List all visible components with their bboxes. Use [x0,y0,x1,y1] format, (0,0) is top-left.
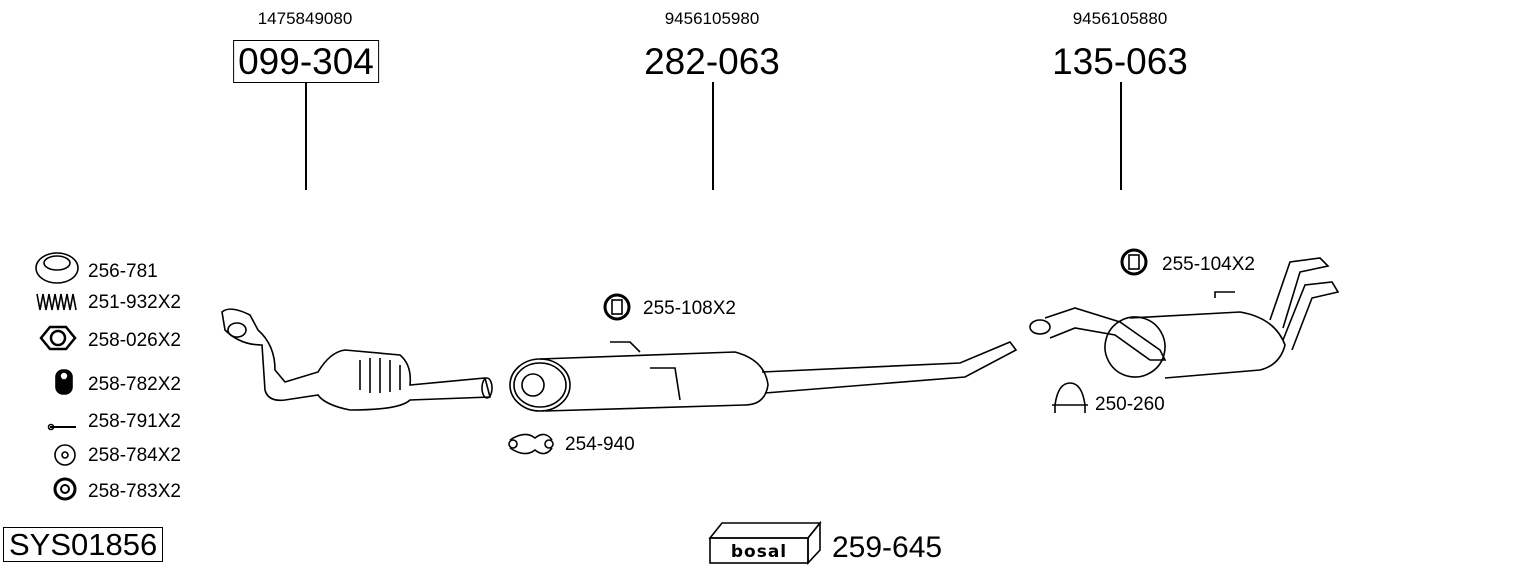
accessory-label[interactable]: 258-791X2 [88,411,181,432]
accessory-label[interactable]: 251-932X2 [88,292,181,313]
bushing-icon [55,369,73,395]
gasket-ring-icon [35,252,79,284]
bolt-icon [47,423,76,431]
leader-line [305,82,307,190]
u-clamp-icon [1052,382,1088,413]
oe-number: 9456105980 [664,9,760,28]
leader-line [1120,82,1122,190]
accessory-label[interactable]: 250-260 [1095,394,1165,415]
accessory-label[interactable]: 254-940 [565,434,635,455]
mounting-kit-label[interactable]: 259-645 [832,531,943,564]
hex-nut-icon [39,325,77,351]
accessory-label[interactable]: 255-104X2 [1162,254,1255,275]
rubber-mount-icon [1120,248,1148,276]
bosal-logo: bosal [708,520,822,566]
system-id: SYS01856 [3,527,164,562]
flange-clamp-icon [508,433,554,455]
oe-number: 1475849080 [257,9,353,28]
oe-number: 9456105880 [1072,9,1168,28]
svg-text:bosal: bosal [731,542,787,562]
accessory-label[interactable]: 256-781 [88,261,158,282]
washer-icon [54,444,76,466]
part-number-catalytic-converter[interactable]: 099-304 [233,40,379,83]
rubber-washer-icon [53,477,77,501]
rubber-mount-icon [603,293,631,321]
leader-line [712,82,714,190]
accessory-label[interactable]: 258-782X2 [88,374,181,395]
part-number-rear-silencer[interactable]: 135-063 [1052,41,1188,82]
part-number-middle-silencer[interactable]: 282-063 [644,41,780,82]
accessory-label[interactable]: 258-783X2 [88,481,181,502]
accessory-label[interactable]: 258-026X2 [88,330,181,351]
rear-silencer-drawing[interactable] [1029,257,1340,388]
accessory-label[interactable]: 255-108X2 [643,298,736,319]
accessory-label[interactable]: 258-784X2 [88,445,181,466]
spring-icon [36,293,77,311]
catalytic-converter-drawing[interactable] [221,308,493,411]
middle-silencer-drawing[interactable] [509,341,1018,412]
